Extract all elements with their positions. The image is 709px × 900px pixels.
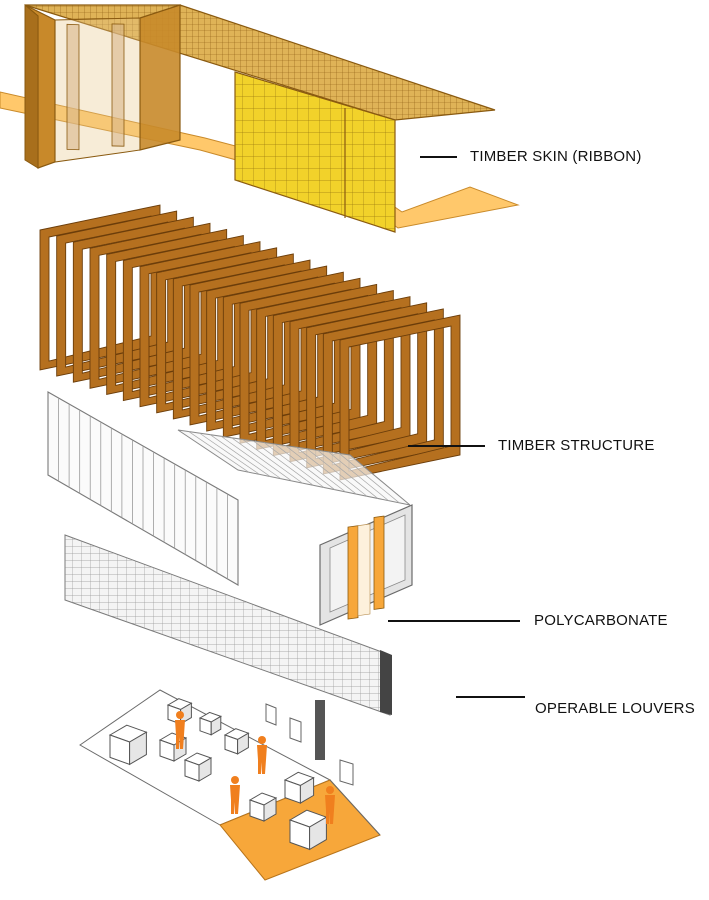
polycarbonate-roof-fold bbox=[177, 429, 411, 506]
person-figure bbox=[257, 745, 267, 774]
roof-fold-rib bbox=[263, 442, 325, 488]
person-figure-head bbox=[258, 736, 266, 744]
roof-fold-rib bbox=[274, 443, 335, 490]
roof-fold-rib bbox=[296, 446, 357, 495]
furniture-box-face bbox=[263, 797, 277, 822]
label-operable-louvers: OPERABLE LOUVERS bbox=[535, 700, 695, 717]
label-timber-structure: TIMBER STRUCTURE bbox=[498, 437, 655, 454]
polycarbonate-layer bbox=[47, 391, 413, 626]
roof-fold-rib bbox=[242, 439, 303, 484]
roof-fold-rib bbox=[285, 445, 346, 493]
label-timber-skin: TIMBER SKIN (RIBBON) bbox=[470, 148, 642, 165]
roof-fold-rib bbox=[188, 431, 249, 473]
person-figure-head bbox=[326, 786, 334, 794]
timber-structure-layer bbox=[39, 204, 461, 481]
furniture-box-face bbox=[210, 715, 222, 736]
furniture-box-face bbox=[198, 757, 212, 782]
roof-fold-rib bbox=[231, 437, 292, 482]
furniture-box-face bbox=[129, 731, 147, 766]
label-polycarbonate: POLYCARBONATE bbox=[534, 612, 668, 629]
roof-fold-rib bbox=[210, 434, 271, 477]
person-figure-head bbox=[231, 776, 239, 784]
roof-fold-rib bbox=[220, 435, 282, 480]
person-figure bbox=[175, 720, 185, 749]
furniture-box-face bbox=[180, 702, 192, 725]
operable-louver-panel bbox=[347, 525, 359, 620]
roof-fold-rib bbox=[199, 432, 260, 475]
roof-fold-rib bbox=[328, 451, 389, 501]
operable-louvers-layer bbox=[64, 534, 392, 716]
person-figure bbox=[230, 785, 240, 814]
roof-fold-rib bbox=[306, 448, 368, 497]
roof-fold-rib bbox=[317, 450, 378, 499]
person-figure bbox=[325, 795, 335, 824]
furniture-box-face bbox=[299, 776, 315, 804]
furniture-box-face bbox=[237, 732, 249, 755]
timber-skin-layer bbox=[0, 3, 520, 233]
roof-fold-rib bbox=[253, 440, 314, 486]
roof-fold-rib bbox=[339, 453, 400, 504]
floor-plate bbox=[79, 689, 381, 881]
person-figure-head bbox=[176, 711, 184, 719]
furniture-box-face bbox=[309, 816, 327, 851]
